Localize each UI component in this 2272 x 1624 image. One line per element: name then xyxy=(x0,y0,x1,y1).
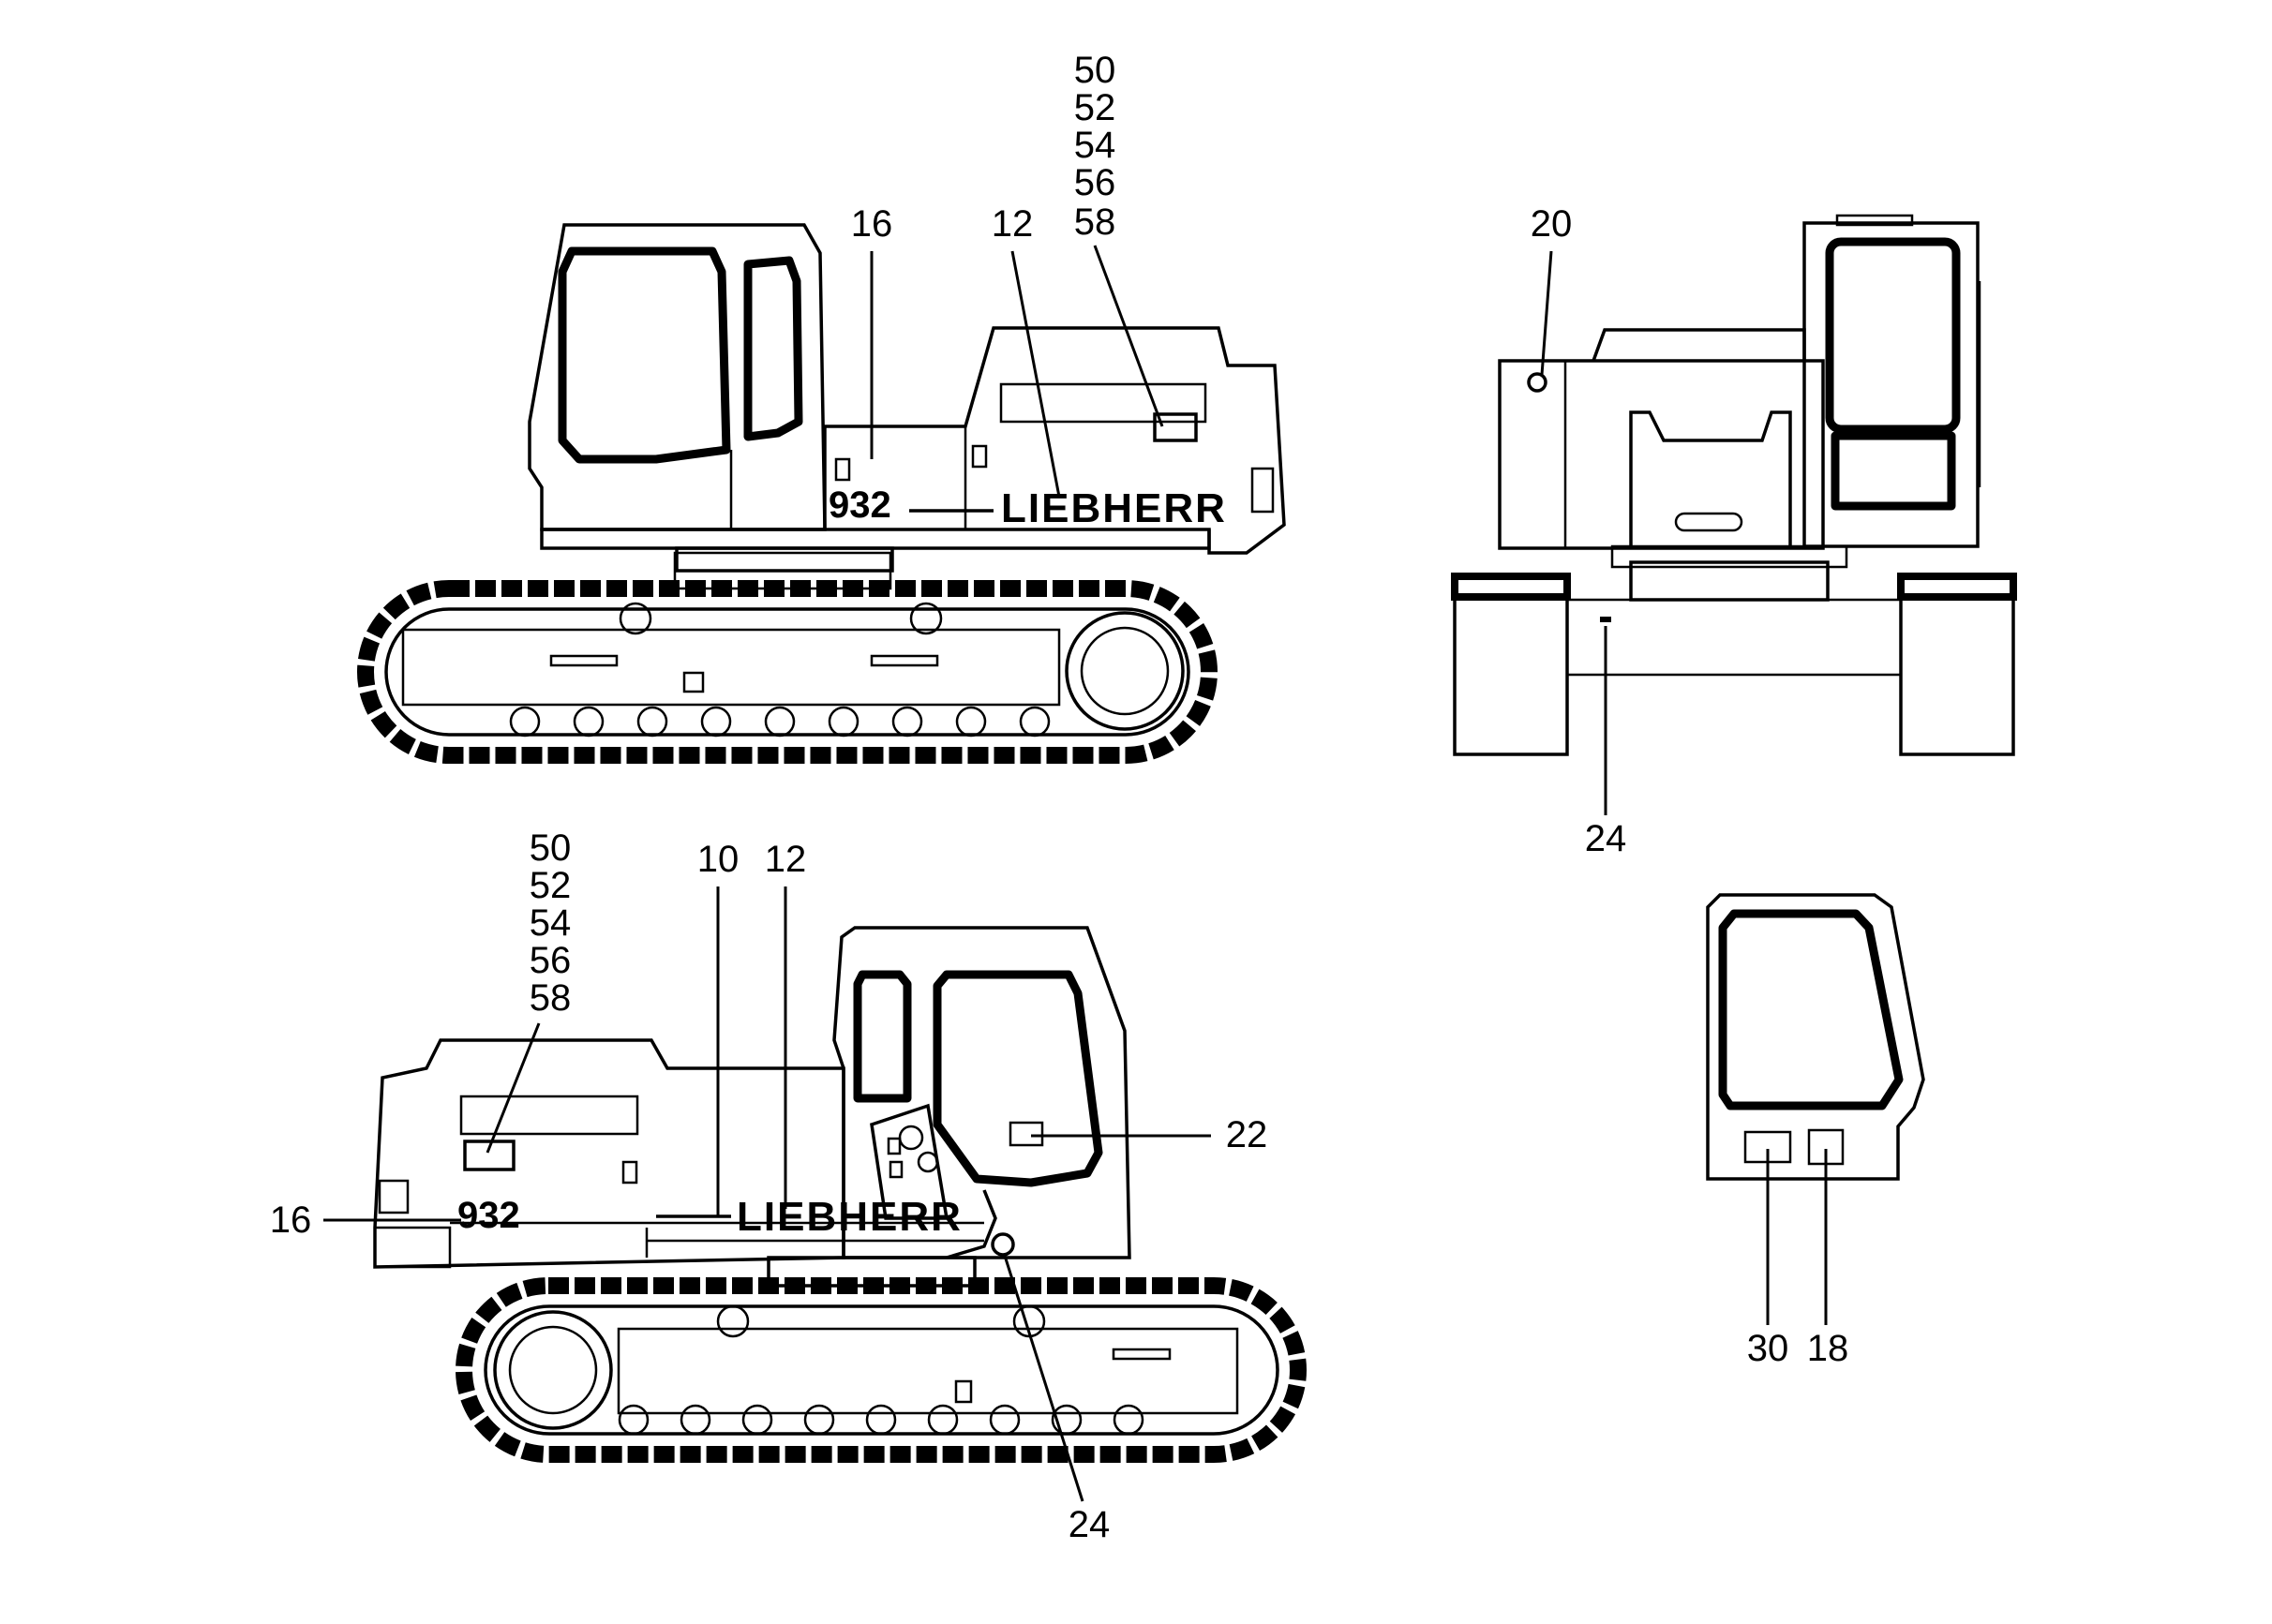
front-view: 20 24 xyxy=(1451,203,2017,859)
brand-logo-left: LIEBHERR xyxy=(1001,485,1227,531)
cab-left xyxy=(528,223,827,531)
cab-right xyxy=(832,926,1131,1259)
callout-16-left: 16 xyxy=(851,203,893,245)
decal-20-marker xyxy=(1527,372,1547,393)
callout-24-front: 24 xyxy=(1585,818,1627,859)
decal-24-marker-side xyxy=(991,1232,1015,1257)
callout-16-right: 16 xyxy=(270,1199,312,1241)
callout-20: 20 xyxy=(1531,203,1573,245)
callout-54-right: 54 xyxy=(530,902,572,944)
road-wheels-left xyxy=(509,706,1051,738)
decal-22-plate xyxy=(1009,1121,1044,1147)
callout-50-left: 50 xyxy=(1074,50,1116,91)
decal-24-marker-front xyxy=(1600,617,1611,622)
track-assembly-left xyxy=(357,551,1218,764)
callout-12-left: 12 xyxy=(992,203,1034,245)
decal-50-58-plate-right xyxy=(463,1140,516,1171)
callout-30: 30 xyxy=(1747,1328,1789,1369)
swing-ring-front xyxy=(1629,560,1830,602)
side-view-left: 932 LIEBHERR 16 12 50 52 54 56 58 xyxy=(357,50,1286,764)
side-view-right: 932 LIEBHERR 50 52 54 56 58 10 12 16 22 … xyxy=(270,827,1307,1545)
cab-front xyxy=(1802,214,1981,548)
callout-56-right: 56 xyxy=(530,940,572,981)
model-number-left: 932 xyxy=(829,484,891,526)
callout-58-left: 58 xyxy=(1074,201,1116,243)
callout-group-50-58-right: 50 52 54 56 58 xyxy=(530,827,572,1019)
callout-52-left: 52 xyxy=(1074,87,1116,128)
callout-12-right: 12 xyxy=(765,839,807,880)
callout-24-right: 24 xyxy=(1069,1504,1111,1545)
decal-50-58-plate-left xyxy=(1153,412,1198,442)
track-assembly-right xyxy=(456,1277,1307,1463)
callout-18: 18 xyxy=(1807,1328,1849,1369)
callout-52-right: 52 xyxy=(530,865,572,906)
upper-front xyxy=(1498,328,1825,550)
tracks-front xyxy=(1451,573,2017,756)
model-number-right: 932 xyxy=(457,1195,520,1236)
callout-50-right: 50 xyxy=(530,827,572,869)
callout-10-right: 10 xyxy=(697,839,740,880)
upper-carriage-left xyxy=(540,326,1286,555)
callout-54-left: 54 xyxy=(1074,125,1116,166)
road-wheels-right xyxy=(618,1404,1144,1436)
callout-58-right: 58 xyxy=(530,977,572,1019)
callout-56-left: 56 xyxy=(1074,162,1116,203)
decal-16-plate-left xyxy=(834,457,851,482)
swing-ring-left xyxy=(675,546,894,573)
brand-logo-right: LIEBHERR xyxy=(737,1194,963,1240)
cab-door-view: 30 18 xyxy=(1706,893,1925,1369)
callout-group-50-58-left: 50 52 54 56 58 xyxy=(1074,50,1116,243)
callout-22: 22 xyxy=(1226,1114,1268,1155)
